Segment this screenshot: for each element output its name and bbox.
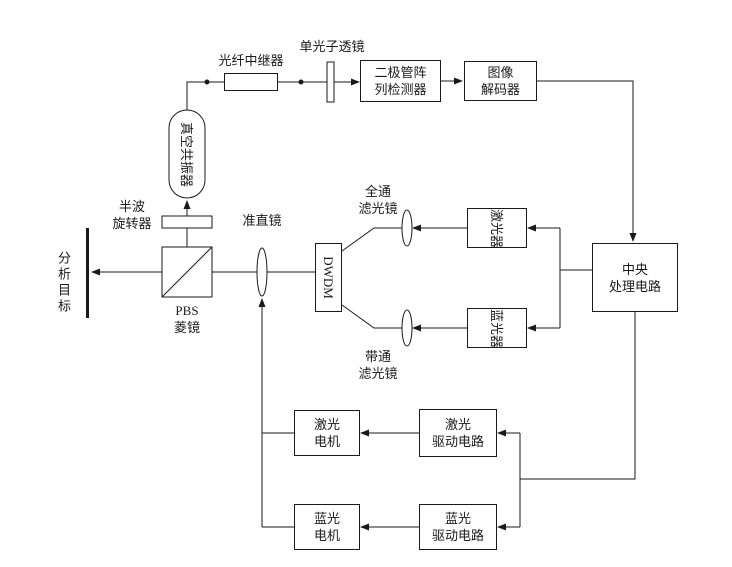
connector-allpass-to-dwdm [341,227,402,252]
connector-bandpass-to-dwdm [341,304,402,329]
analysis-target-shape [86,228,89,318]
blue-light-device-box: 蓝光器 [467,308,527,348]
blue-light-device-label: 蓝光器 [489,308,505,348]
half-wave-rotator-shape [161,215,213,229]
laser-motor-label-2: 电机 [313,434,340,449]
collimating-lens-shape [256,247,268,297]
pbs-diagonal [161,246,213,298]
laser-motor-label: 激光 [313,417,340,432]
blue-motor-label-2: 电机 [313,528,340,543]
all-pass-filter-label: 全通 滤光镜 [358,184,398,216]
band-pass-filter-label: 带通 滤光镜 [358,349,398,381]
fiber-junction-dot-left [204,79,210,85]
band-pass-filter-shape [401,309,413,347]
diode-array-detector-box: 二极管阵 列检测器 [360,60,441,102]
laser-drive-circuit-box: 激光 驱动电路 [419,409,497,457]
blue-drive-circuit-box: 蓝光 驱动电路 [419,504,497,550]
half-wave-rotator-label: 半波 旋转器 [112,199,152,231]
diode-array-detector-label-2: 列检测器 [374,82,427,97]
dwdm-label: DWDM [321,256,337,299]
central-processing-label-2: 处理电路 [608,278,661,294]
connector-resonator-to-repeater [186,81,224,110]
connector-central-to-drives [520,312,636,480]
central-processing-circuit-box: 中央 处理电路 [592,243,678,312]
analysis-target-label: 分析目标 [56,250,71,315]
image-decoder-label: 图像 [487,65,514,80]
vacuum-resonator-label: 真空共振器 [178,121,194,187]
blue-motor-box: 蓝光 电机 [294,504,360,550]
laser-drive-circuit-label: 激光 [444,417,471,432]
pbs-prism-label: PBS 菱镜 [173,303,200,335]
laser-box: 激光器 [467,208,527,248]
laser-motor-box: 激光 电机 [294,410,360,456]
single-photon-lens-label: 单光子透镜 [299,39,365,54]
central-processing-label: 中央 [621,261,648,277]
connector-decoder-to-central [537,80,637,242]
fiber-repeater-label: 光纤中继器 [218,53,284,68]
laser-label: 激光器 [489,208,505,248]
image-decoder-box: 图像 解码器 [464,61,537,101]
all-pass-filter-shape [401,209,413,247]
single-photon-lens-shape [326,61,335,103]
fiber-junction-dot-right [298,79,304,85]
dwdm-box: DWDM [315,243,342,312]
blue-motor-label: 蓝光 [313,511,340,526]
laser-drive-circuit-label-2: 驱动电路 [431,434,484,449]
vacuum-resonator-text-overlay: 真空共振器 [169,110,205,198]
diode-array-detector-label: 二极管阵 [374,65,427,80]
blue-drive-circuit-label: 蓝光 [444,511,471,526]
collimating-lens-label: 准直镜 [242,213,282,228]
image-decoder-label-2: 解码器 [480,82,520,97]
blue-drive-circuit-label-2: 驱动电路 [431,528,484,543]
fiber-repeater-box [224,73,278,91]
vacuum-resonator-shape [168,109,206,199]
